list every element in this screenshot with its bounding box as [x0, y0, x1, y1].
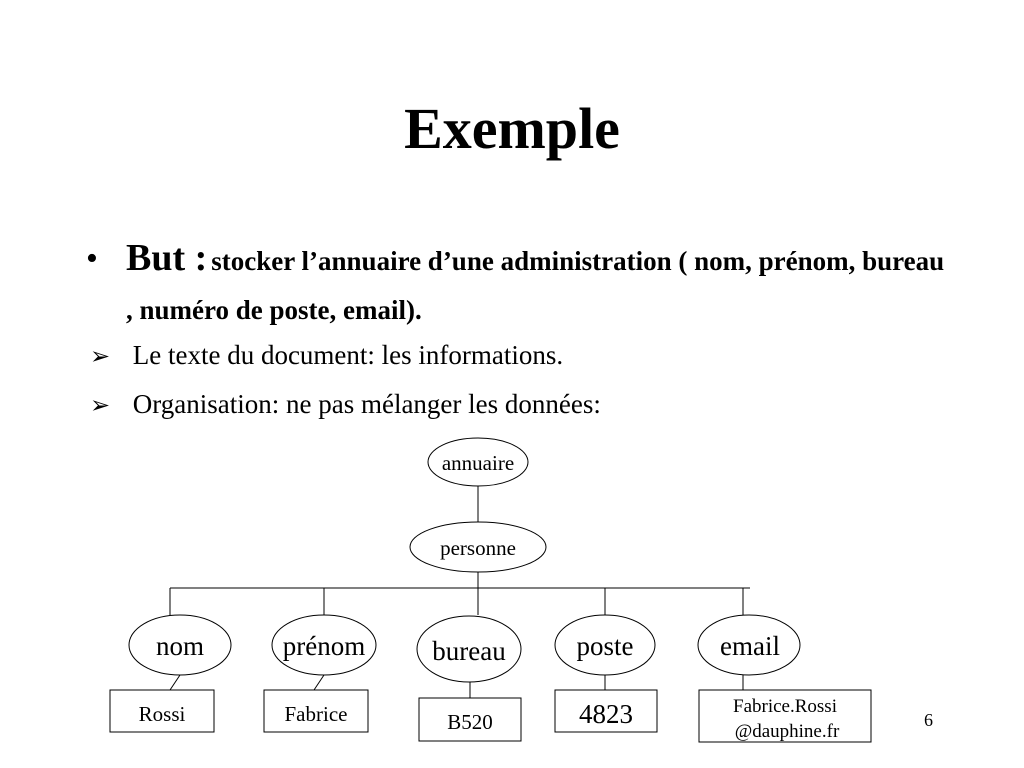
root-node-label: annuaire [442, 451, 514, 475]
sub-item-label: Organisation: ne pas mélanger les donnée… [132, 389, 601, 419]
field-node-nom: nom Rossi [109, 614, 232, 733]
field-label: nom [156, 631, 204, 661]
field-label: bureau [432, 636, 506, 666]
value-box [109, 689, 215, 733]
prenom-value-edge [313, 674, 325, 691]
field-ellipse [554, 614, 656, 676]
value-label: B520 [447, 710, 493, 734]
page-number: 6 [924, 710, 933, 730]
slide-title: Exemple [404, 96, 620, 161]
field-label: email [720, 631, 780, 661]
bullet-dot-icon: • [86, 240, 98, 277]
field-ellipse [271, 614, 377, 676]
sub-item-organisation: ➢ Organisation: ne pas mélanger les donn… [90, 389, 890, 420]
field-node-prenom: prénom Fabrice [263, 614, 377, 733]
value-box [698, 689, 872, 743]
nom-value-edge [169, 674, 181, 691]
field-node-email: email Fabrice.Rossi @dauphine.fr [697, 614, 872, 743]
bullet-label: But : [126, 237, 208, 279]
field-node-bureau: bureau B520 [416, 615, 522, 742]
value-label: Rossi [139, 702, 186, 726]
sub-item-content: ➢ Le texte du document: les informations… [90, 340, 890, 371]
child-node-label: personne [440, 536, 516, 560]
value-label: Fabrice [285, 702, 348, 726]
bullet-text-block: But : stocker l’annuaire d’une administr… [126, 236, 946, 337]
field-label: prénom [283, 631, 365, 661]
field-ellipse [697, 614, 801, 676]
value-box [263, 689, 369, 733]
value-label-line-1: Fabrice.Rossi [733, 696, 837, 717]
root-node [427, 437, 529, 487]
arrow-bullet-icon: ➢ [90, 391, 111, 419]
field-ellipse [128, 614, 232, 676]
value-box [554, 689, 658, 733]
arrow-bullet-icon: ➢ [90, 342, 111, 370]
value-box [418, 697, 522, 742]
field-node-poste: poste 4823 [554, 614, 658, 733]
value-label-line-2: @dauphine.fr [735, 721, 840, 742]
bullet-body: stocker l’annuaire d’une administration … [126, 246, 945, 325]
value-label: 4823 [579, 699, 633, 729]
sub-item-label: Le texte du document: les informations. [132, 340, 564, 370]
child-node [409, 521, 547, 573]
field-ellipse [416, 615, 522, 683]
field-label: poste [577, 631, 634, 661]
